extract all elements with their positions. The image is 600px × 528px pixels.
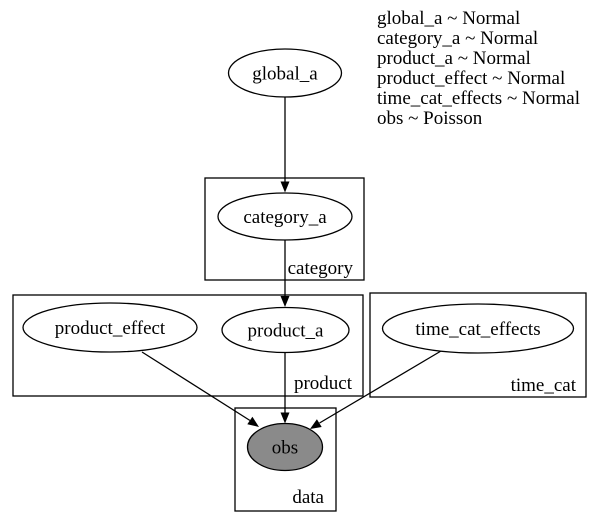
edge-time-cat-effects-to-obs	[310, 350, 442, 429]
legend-line: product_effect ~ Normal	[377, 68, 566, 89]
plate-product-border	[12, 294, 364, 397]
node-time-cat-effects: time_cat_effects	[381, 303, 575, 354]
arrowhead-icon	[280, 412, 290, 424]
plate-time-cat: time_cat	[369, 292, 587, 398]
plate-time-cat-border	[369, 292, 587, 398]
node-product-effect: product_effect	[22, 302, 198, 353]
node-global-a-label: global_a	[252, 64, 318, 85]
legend-line: obs ~ Poisson	[377, 108, 483, 129]
node-obs-ellipse	[246, 422, 324, 472]
node-time-cat-effects-ellipse	[381, 303, 575, 354]
arrowhead-icon	[280, 296, 290, 307]
plate-time-cat-label: time_cat	[511, 375, 577, 396]
plate-category-label: category	[288, 258, 354, 279]
node-product-effect-label: product_effect	[55, 318, 166, 339]
node-category-a-ellipse	[217, 192, 353, 241]
edge-category-a-to-product-a	[280, 240, 290, 307]
node-global-a-ellipse	[227, 48, 343, 98]
arrowhead-icon	[310, 419, 322, 429]
node-product-a: product_a	[221, 306, 350, 354]
plate-data-label: data	[292, 487, 324, 508]
node-product-a-ellipse	[221, 306, 350, 354]
legend-line: global_a ~ Normal	[377, 8, 521, 29]
node-product-a-label: product_a	[248, 321, 325, 342]
edge-product-effect-to-obs	[141, 351, 259, 427]
edge-line	[319, 350, 442, 424]
legend-line: category_a ~ Normal	[377, 28, 539, 49]
arrowhead-icon	[280, 181, 290, 193]
edge-line	[141, 351, 251, 422]
node-obs: obs	[246, 422, 324, 472]
node-category-a-label: category_a	[243, 207, 327, 228]
legend-line: time_cat_effects ~ Normal	[377, 88, 581, 109]
node-product-effect-ellipse	[22, 302, 198, 353]
plate-product: product	[12, 294, 364, 397]
node-time-cat-effects-label: time_cat_effects	[415, 319, 540, 340]
node-category-a: category_a	[217, 192, 353, 241]
edge-global-a-to-category-a	[280, 97, 290, 193]
edge-product-a-to-obs	[280, 352, 290, 424]
node-global-a: global_a	[227, 48, 343, 98]
plate-product-label: product	[294, 373, 353, 394]
node-obs-label: obs	[272, 438, 298, 459]
arrowhead-icon	[247, 416, 259, 427]
distributions-legend: global_a ~ Normal category_a ~ Normal pr…	[377, 9, 597, 129]
legend-line: product_a ~ Normal	[377, 48, 531, 69]
